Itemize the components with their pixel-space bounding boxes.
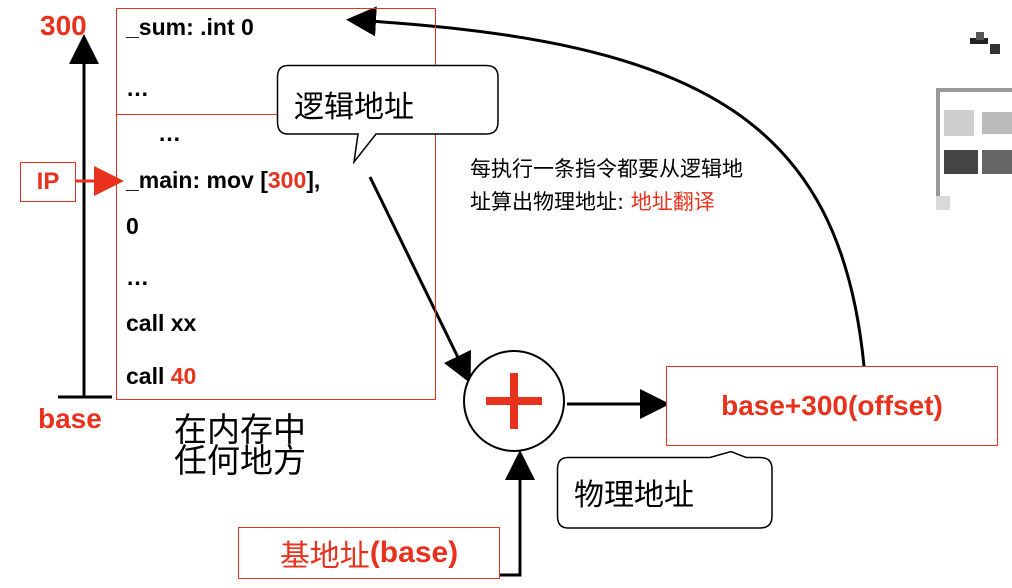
base-address-input: 基地址(base) [238, 527, 500, 579]
main-instruction: _main: mov [300], [126, 167, 320, 194]
physical-address-result: base+300(offset) [666, 366, 998, 446]
call-xx-instruction: call xx [126, 310, 197, 336]
call-40-instruction: call 40 [126, 363, 196, 390]
main-instruction-offset: 300 [267, 167, 307, 193]
physical-address-callout [556, 450, 773, 529]
physical-address-text: 物理地址 [574, 478, 694, 513]
main-instruction-suffix: ], [306, 167, 321, 193]
plus-icon [486, 373, 542, 429]
clipped-background-fragment [936, 32, 1012, 210]
sum-declaration: _sum: .int 0 [126, 14, 254, 40]
base-address-latin: (base) [369, 536, 459, 569]
anywhere-line-1: 在内存中 [174, 410, 306, 449]
logical-address-text: 逻辑地址 [294, 90, 414, 125]
translation-note-line-2: 址算出物理地址: 地址翻译 [470, 186, 743, 219]
main-instruction-operand: 0 [126, 213, 139, 239]
main-instruction-prefix: _main: mov [ [126, 167, 268, 193]
ip-register-label: IP [20, 162, 76, 202]
base-address-cjk: 基地址 [279, 539, 370, 574]
call-40-prefix: call [126, 363, 171, 389]
logical-address-callout [276, 64, 499, 164]
anywhere-line-2: 任何地方 [174, 441, 306, 480]
code-ellipsis-top: … [158, 120, 181, 146]
logical-to-adder-arrow [368, 176, 471, 384]
result-to-sum-curve [346, 6, 866, 367]
memory-code-segment [116, 114, 436, 400]
translation-note: 每执行一条指令都要从逻辑地 址算出物理地址: 地址翻译 [470, 153, 743, 219]
anywhere-in-memory: 在内存中 任何地方 [174, 410, 306, 480]
data-ellipsis: … [126, 75, 149, 101]
top-address-label: 300 [40, 10, 87, 41]
base-label: base [38, 403, 102, 434]
base-to-adder-arrow [498, 450, 535, 577]
call-40-target: 40 [170, 363, 197, 389]
translation-note-line-1: 每执行一条指令都要从逻辑地 [470, 157, 743, 181]
code-ellipsis-bottom: … [126, 264, 149, 290]
address-translation-term: 地址翻译 [630, 190, 715, 214]
translation-note-line-2-text: 址算出物理地址: [470, 190, 631, 214]
